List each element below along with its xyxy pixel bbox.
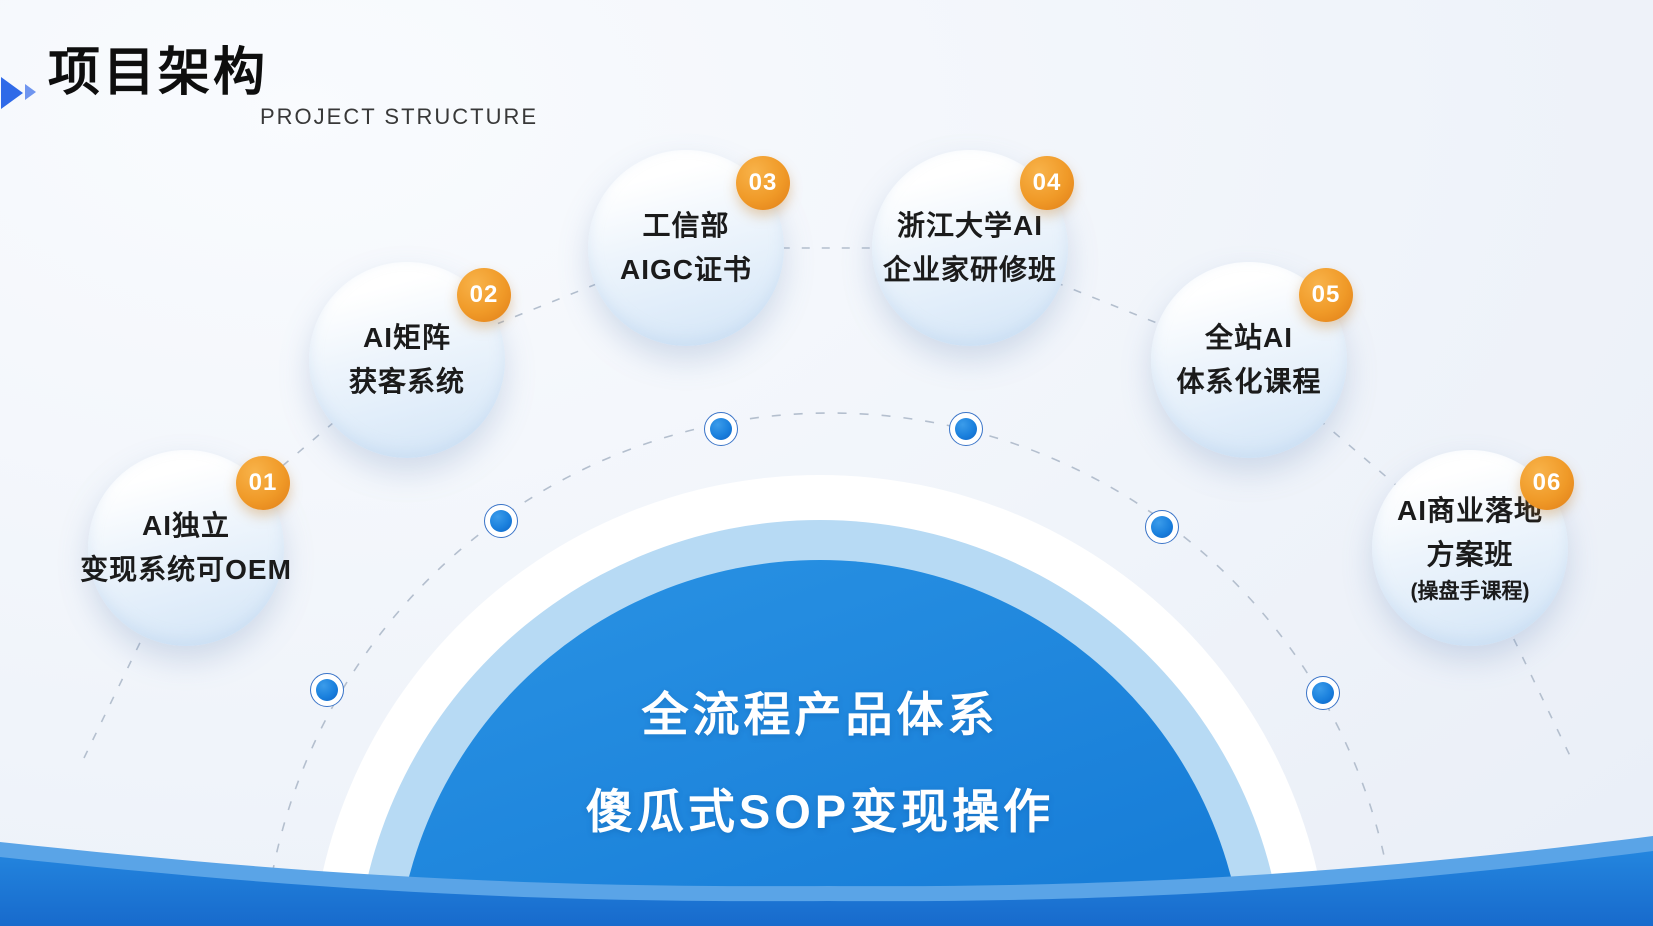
node-02-ai-matrix: 02 AI矩阵 获客系统 <box>309 262 511 458</box>
title-marker-large-triangle-icon <box>1 77 23 109</box>
node-03-badge: 03 <box>736 156 790 210</box>
node-01-badge: 01 <box>236 456 290 510</box>
node-02-line2: 获客系统 <box>348 366 465 397</box>
dome-circle <box>399 560 1241 926</box>
connector-dot-6 <box>1306 676 1340 710</box>
connector-dot-1 <box>310 673 344 707</box>
node-06-badge: 06 <box>1520 456 1574 510</box>
node-01-line2: 变现系统可OEM <box>80 554 292 585</box>
node-05-badge: 05 <box>1299 268 1353 322</box>
node-06-line3: (操盘手课程) <box>1410 580 1530 603</box>
node-02-line1: AI矩阵 <box>362 322 451 353</box>
node-05-line2: 体系化课程 <box>1176 366 1322 397</box>
node-02-badge: 02 <box>457 268 511 322</box>
dome-headline-line1: 全流程产品体系 <box>641 688 999 741</box>
node-04-badge: 04 <box>1020 156 1074 210</box>
node-03-aigc-certificate: 03 工信部 AIGC证书 <box>588 150 790 346</box>
node-06-landing-plan: 06 AI商业落地 方案班 (操盘手课程) <box>1372 450 1574 646</box>
node-01-ai-independent: 01 AI独立 变现系统可OEM <box>80 450 291 646</box>
node-03-line2: AIGC证书 <box>619 254 752 285</box>
node-06-line1: AI商业落地 <box>1396 495 1543 526</box>
connector-dot-3 <box>704 412 738 446</box>
dome-headline-line2: 傻瓜式SOP变现操作 <box>585 785 1055 838</box>
page-title: 项目架构 <box>48 44 269 102</box>
dome-headline: 全流程产品体系 傻瓜式SOP变现操作 <box>320 676 1320 842</box>
node-04-zju-class: 04 浙江大学AI 企业家研修班 <box>872 150 1074 346</box>
node-03-line1: 工信部 <box>642 210 730 241</box>
connector-dot-4 <box>949 412 983 446</box>
node-05-line1: 全站AI <box>1204 322 1293 353</box>
page-subtitle: PROJECT STRUCTURE <box>260 104 539 129</box>
node-06-line2: 方案班 <box>1426 539 1514 570</box>
connector-dot-2 <box>484 504 518 538</box>
node-04-line1: 浙江大学AI <box>896 210 1043 241</box>
connector-dot-5 <box>1145 510 1179 544</box>
node-05-fullsite-course: 05 全站AI 体系化课程 <box>1151 262 1353 458</box>
title-marker-small-triangle-icon <box>25 84 36 100</box>
bottom-wave-band <box>0 851 1653 926</box>
node-01-line1: AI独立 <box>141 510 230 541</box>
node-04-line2: 企业家研修班 <box>882 254 1057 285</box>
